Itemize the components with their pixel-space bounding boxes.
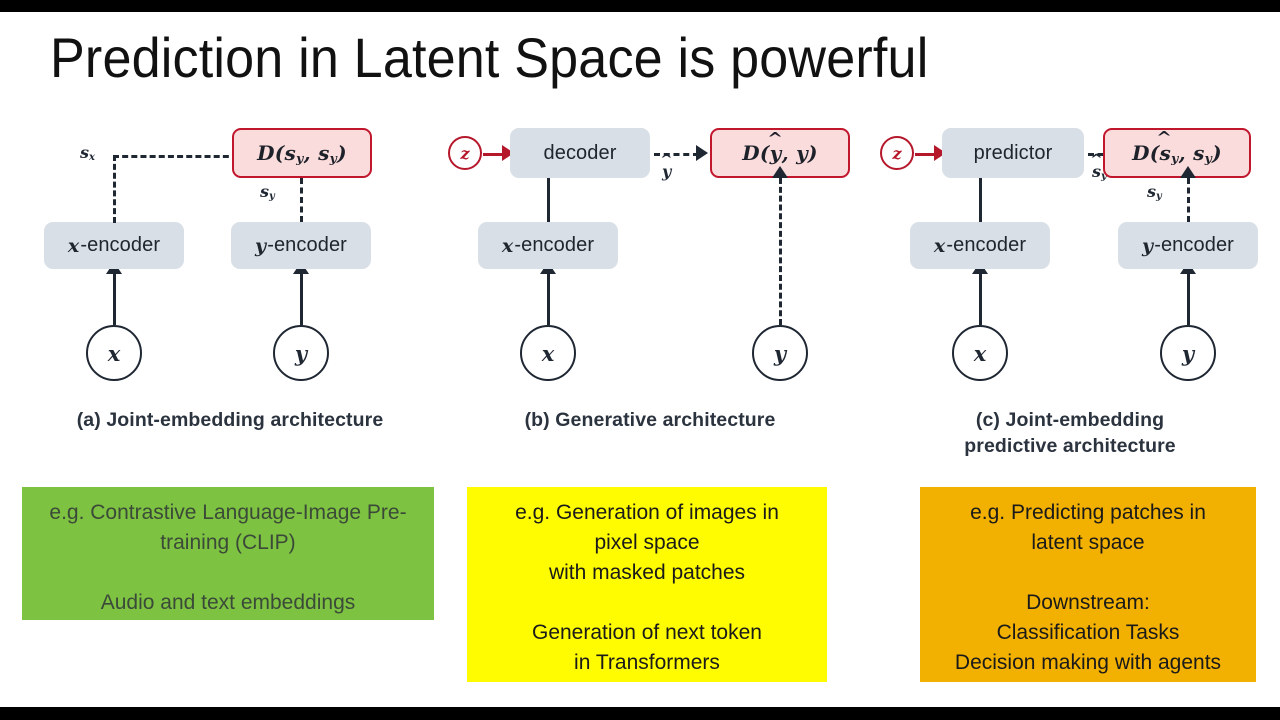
panel-a-distance-formula: D(sy, sy) [257,140,347,166]
panel-c-latent-z-circle: z [880,136,914,170]
panel-b-decoder-box: decoder [510,128,650,178]
panel-b-distance-box: D(y, y) [710,128,850,178]
panel-b-input-y-circle: y [752,325,808,381]
panel-b-input-x-circle: x [520,325,576,381]
panel-c-input-x-circle: x [952,325,1008,381]
panel-c-label-sy: sy [1147,182,1162,203]
panel-b-edge-x-to-encoder [547,273,550,325]
panel-b-x-encoder-box: x-encoder [478,222,618,269]
letterbox-bottom [0,707,1280,720]
letterbox-top [0,0,1280,12]
panel-a-y-encoder-label: -encoder [267,234,347,256]
panel-c-input-y-circle: y [1160,325,1216,381]
slide-title: Prediction in Latent Space is powerful [50,26,929,89]
panel-a-edge-sy [300,178,303,222]
panel-a-x-encoder-box: x-encoder [44,222,184,269]
panel-a-y-encoder-box: y-encoder [231,222,371,269]
panel-a-input-y-circle: y [273,325,329,381]
panel-b-input-y-label: y [773,340,787,366]
panel-a-joint-embedding: x x-encoder sx y y-encod [20,110,440,470]
panel-b-latent-z-label: z [460,143,470,163]
panel-c-edge-encoder-to-predictor [979,178,982,222]
panel-b-x-encoder-var: x [501,234,514,257]
panel-a-edge-sx-vertical [113,155,116,223]
panel-c-distance-formula: D(sy, sy) [1132,141,1222,166]
panel-c-x-encoder-var: x [933,234,946,257]
panel-c-edge-x-to-encoder [979,273,982,325]
panel-c-caption-line-2: predictive architecture [964,435,1176,457]
panel-b-distance-formula: D(y, y) [742,141,818,165]
panel-c-x-encoder-label: -encoder [946,234,1027,256]
panel-a-edge-sx-horizontal [113,155,238,158]
panel-a-input-x-circle: x [86,325,142,381]
panel-c-jepa: x x-encoder z predictor sy [860,110,1280,470]
panel-a-y-encoder-var: y [255,234,267,257]
panel-b-edge-encoder-to-decoder [547,178,550,222]
panel-c-arrowhead-sy [1180,166,1196,178]
panel-c-y-encoder-box: y-encoder [1118,222,1258,269]
panel-c-input-y-label: y [1181,340,1195,366]
panel-b-caption: (b) Generative architecture [524,409,776,431]
panel-c-edge-y-to-encoder [1187,273,1190,325]
panel-b-generative: x x-encoder z decoder y [440,110,860,470]
panel-a-label-sx: sx [80,143,95,164]
panel-c-latent-z-label: z [892,143,902,163]
panel-b-arrowhead-y-to-distance [772,166,788,178]
panel-b-edge-z-to-decoder [483,153,506,156]
panel-b-arrowhead-yhat [696,145,708,161]
panel-c-x-encoder-box: x-encoder [910,222,1050,269]
panel-b-edge-yhat [654,153,699,156]
panel-a-x-encoder-label: -encoder [80,234,161,256]
panel-c-distance-box: D(sy, sy) [1103,128,1251,178]
panel-c-edge-z-to-predictor [915,153,938,156]
panel-b-latent-z-circle: z [448,136,482,170]
example-box-jepa: e.g. Predicting patches in latent space … [920,487,1256,682]
panel-a-distance-box: D(sy, sy) [232,128,372,178]
panel-a-label-sy: sy [260,182,275,203]
panel-c-label-shat: sy [1092,162,1107,182]
panel-c-caption: (c) Joint-embedding predictive architect… [860,407,1280,459]
architecture-diagram: x x-encoder sx y y-encod [0,110,1280,470]
panel-a-edge-y-to-encoder [300,273,303,325]
panel-b-input-x-label: x [541,340,555,366]
panel-c-predictor-box: predictor [942,128,1084,178]
panel-b-x-encoder-label: -encoder [514,234,595,256]
panel-b-edge-y-to-distance [779,178,782,325]
panel-a-edge-x-to-encoder [113,273,116,325]
example-box-generative: e.g. Generation of images in pixel space… [467,487,827,682]
panel-c-y-encoder-var: y [1142,234,1154,257]
panel-a-caption: (a) Joint-embedding architecture [76,409,384,431]
panel-c-edge-sy [1187,178,1190,222]
panel-a-x-encoder-var: x [67,234,80,257]
panel-c-y-encoder-label: -encoder [1154,234,1234,256]
panel-a-input-x-label: x [107,340,121,366]
panel-c-input-x-label: x [973,340,987,366]
panel-b-label-yhat: y [662,162,671,181]
panel-a-input-y-label: y [294,340,308,366]
example-box-joint-embedding: e.g. Contrastive Language-Image Pre-trai… [22,487,434,620]
panel-c-caption-line-1: (c) Joint-embedding [975,409,1165,431]
